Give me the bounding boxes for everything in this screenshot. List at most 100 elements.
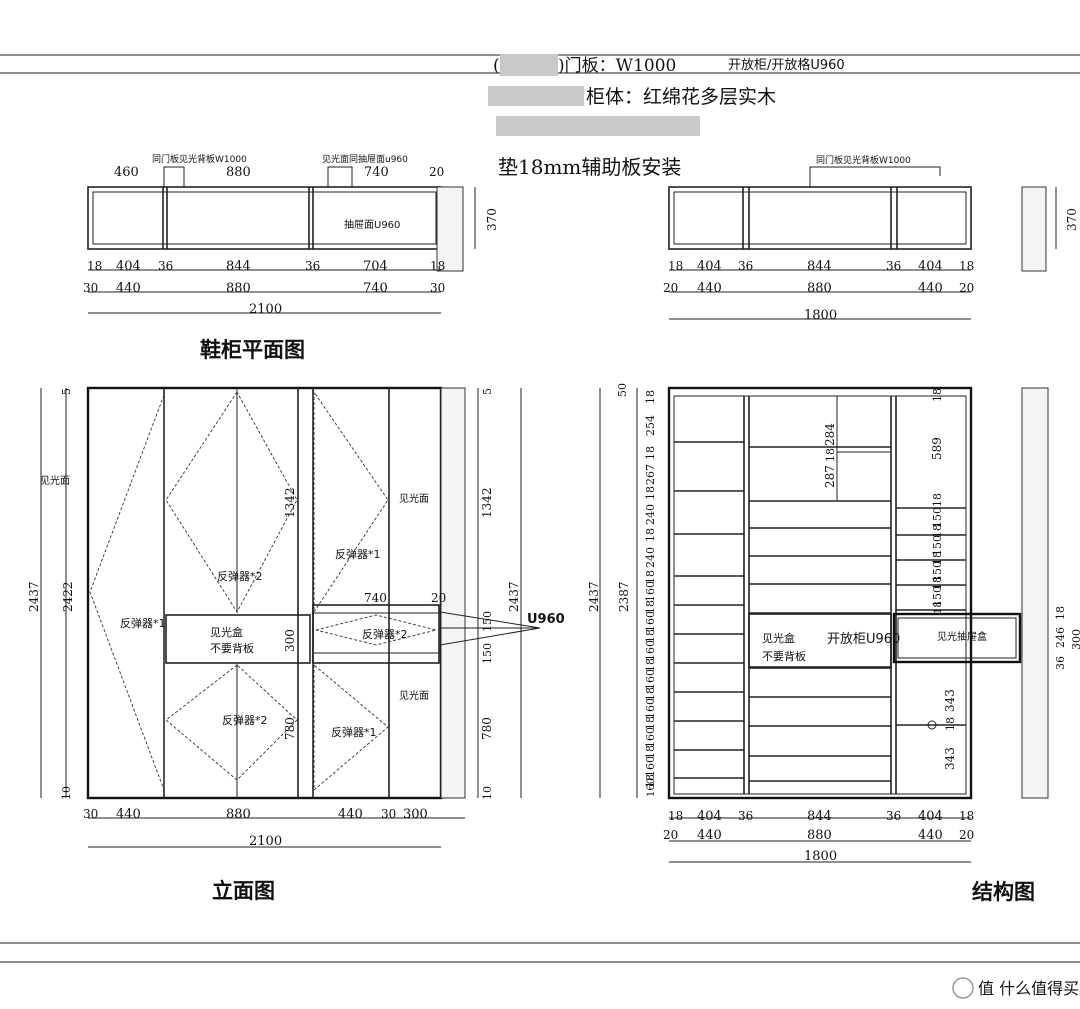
elev-dim-1342a: 1342 bbox=[283, 487, 297, 518]
dim-r-18a: 18 bbox=[668, 259, 683, 273]
struct-mid-287: 287 bbox=[823, 465, 837, 488]
dim-depth-370: 370 bbox=[485, 208, 499, 231]
struct-b-440b: 440 bbox=[918, 828, 943, 843]
header-open-cabinet: 开放柜/开放格U960 bbox=[728, 57, 845, 73]
struct-open-cabinet: 开放柜U960 bbox=[827, 632, 900, 647]
struct-ls-21: 160 bbox=[644, 756, 657, 777]
header-door-line: )门板：W1000 bbox=[558, 56, 676, 76]
elev-bdim-880: 880 bbox=[226, 807, 251, 822]
elev-visible-face-left: 见光面 bbox=[40, 474, 70, 487]
elev-dim-r10: 10 bbox=[481, 786, 494, 800]
elev-visible-face-right: 见光面 bbox=[399, 492, 429, 505]
plan-note-visible-drawer: 见光面同抽屉面u960 bbox=[322, 153, 408, 165]
elev-dim-740: 740 bbox=[364, 591, 387, 605]
struct-ls-4: 18 bbox=[644, 486, 657, 500]
struct-ls-14: 18 bbox=[644, 658, 657, 672]
elev-dim-2422: 2422 bbox=[61, 581, 75, 612]
dim-r-total-1800: 1800 bbox=[804, 308, 837, 323]
dim-r-36a: 36 bbox=[738, 259, 753, 273]
dim-r-440b: 440 bbox=[918, 281, 943, 296]
struct-ls-16: 18 bbox=[644, 687, 657, 701]
struct-side-36: 36 bbox=[1054, 656, 1067, 670]
dim-in-704: 704 bbox=[363, 259, 388, 274]
dim-r-18b: 18 bbox=[959, 259, 974, 273]
struct-rs-9: 150 bbox=[931, 586, 944, 607]
dim-r-880: 880 bbox=[807, 281, 832, 296]
struct-ls-11: 160 bbox=[644, 611, 657, 632]
struct-ls-22: 18 bbox=[644, 774, 657, 788]
struct-rs-10: 18 bbox=[933, 601, 944, 614]
struct-rs-1: 589 bbox=[930, 437, 944, 460]
plan-right-note: 同门板见光背板W1000 bbox=[816, 154, 911, 166]
struct-rs-7: 150 bbox=[931, 561, 944, 582]
struct-rs-8: 18 bbox=[931, 576, 944, 590]
blurred-text-3 bbox=[496, 116, 700, 136]
plan-title: 鞋柜平面图 bbox=[200, 338, 305, 362]
dim-r-20a: 20 bbox=[663, 281, 678, 295]
struct-box-label-2: 不要背板 bbox=[762, 649, 806, 663]
struct-dim-50: 50 bbox=[616, 383, 629, 397]
elev-dim-20: 20 bbox=[431, 591, 446, 605]
plan-left: 同门板见光背板W1000 见光面同抽屉面u960 抽屉面U960 460 880… bbox=[83, 153, 499, 317]
struct-ls-19: 160 bbox=[644, 727, 657, 748]
dim-r-440a: 440 bbox=[697, 281, 722, 296]
struct-ls-5: 240 bbox=[644, 504, 657, 525]
elev-dim-150a: 150 bbox=[481, 611, 494, 632]
struct-total-1800: 1800 bbox=[804, 849, 837, 864]
dim-out-880: 880 bbox=[226, 281, 251, 296]
struct-ls-10: 18 bbox=[644, 600, 657, 614]
struct-ls-7: 240 bbox=[644, 547, 657, 568]
struct-ls-6: 18 bbox=[644, 528, 657, 542]
struct-ls-3: 267 bbox=[644, 464, 657, 485]
structure: 见光盒 不要背板 开放柜U960 见光抽屉盒 2437 2387 50 18 2… bbox=[587, 383, 1080, 864]
struct-rl-18: 18 bbox=[944, 717, 957, 731]
struct-drawer-box: 见光抽屉盒 bbox=[937, 630, 987, 643]
struct-side-18: 18 bbox=[1054, 606, 1067, 620]
struct-rl-343a: 343 bbox=[943, 689, 957, 712]
struct-ls-17: 160 bbox=[644, 698, 657, 719]
elev-bdim-440b: 440 bbox=[338, 807, 363, 822]
struct-b-36a: 36 bbox=[738, 809, 753, 823]
struct-rl-343b: 343 bbox=[943, 747, 957, 770]
struct-ls-0: 18 bbox=[644, 390, 657, 404]
struct-rs-6: 18 bbox=[931, 551, 944, 565]
struct-b-844: 844 bbox=[807, 809, 832, 824]
struct-rs-3: 150 bbox=[931, 507, 944, 528]
elev-box-label-1: 见光盒 bbox=[210, 625, 243, 639]
header-cabinet-body: 柜体：红绵花多层实木 bbox=[586, 86, 776, 108]
struct-b-404b: 404 bbox=[918, 809, 943, 824]
elev-dim-10: 10 bbox=[60, 786, 73, 800]
elev-rebound-2a: 反弹器*2 bbox=[217, 569, 263, 583]
elev-dim-5: 5 bbox=[60, 388, 73, 395]
struct-dim-2387: 2387 bbox=[617, 581, 631, 612]
struct-rs-5: 150 bbox=[931, 535, 944, 556]
elev-dim-150b: 150 bbox=[481, 643, 494, 664]
dim-out-740: 740 bbox=[363, 281, 388, 296]
struct-rs-2: 18 bbox=[931, 493, 944, 507]
blurred-text bbox=[500, 54, 558, 76]
struct-ls-12: 18 bbox=[644, 629, 657, 643]
elev-rebound-1c: 反弹器*1 bbox=[331, 725, 377, 739]
structure-title: 结构图 bbox=[972, 880, 1035, 904]
dim-total-2100: 2100 bbox=[249, 302, 282, 317]
plan-drawer-face: 抽屉面U960 bbox=[344, 218, 400, 231]
struct-mid-284: 284 bbox=[823, 423, 837, 446]
elev-dim-r5: 5 bbox=[481, 388, 494, 395]
elev-rebound-1: 反弹器*1 bbox=[120, 616, 166, 630]
header-door-prefix: ( bbox=[493, 56, 500, 76]
dim-r-20b: 20 bbox=[959, 281, 974, 295]
struct-ls-2: 18 bbox=[644, 446, 657, 460]
blurred-text-2 bbox=[488, 86, 584, 106]
struct-ls-15: 160 bbox=[644, 669, 657, 690]
struct-b-880: 880 bbox=[807, 828, 832, 843]
watermark: 值 什么值得买 bbox=[952, 977, 1079, 999]
dim-top-460: 460 bbox=[114, 165, 139, 180]
elev-box-label-2: 不要背板 bbox=[210, 641, 254, 655]
dim-r-404a: 404 bbox=[697, 259, 722, 274]
elev-rebound-1b: 反弹器*1 bbox=[335, 547, 381, 561]
struct-b-20b: 20 bbox=[959, 828, 974, 842]
dim-r-depth-370: 370 bbox=[1065, 208, 1079, 231]
dim-r-844: 844 bbox=[807, 259, 832, 274]
struct-ls-9: 160 bbox=[644, 581, 657, 602]
mid-shelves bbox=[749, 446, 891, 782]
